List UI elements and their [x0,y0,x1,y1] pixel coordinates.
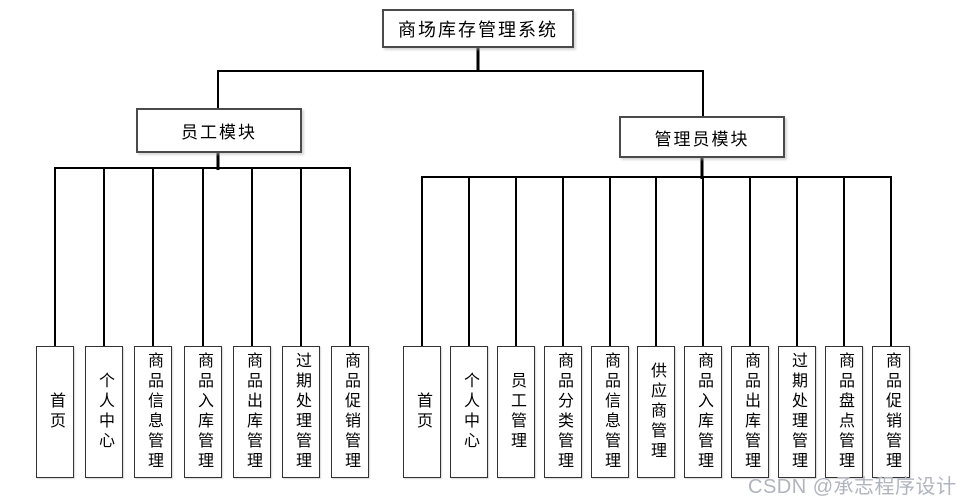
leaf-node-employee-expiry-processing-management: 过期处理管理 [282,346,320,478]
module-node-label: 管理员模块 [654,129,750,149]
leaf-label: 商品信息管理 [602,352,619,472]
leaf-label: 首页 [47,392,64,432]
leaf-node-admin-home: 首页 [403,346,441,478]
leaf-label: 个人中心 [461,372,478,452]
leaf-node-employee-product-promotion-management: 商品促销管理 [331,346,369,478]
leaf-label: 首页 [414,392,431,432]
leaf-label: 商品促销管理 [342,352,359,472]
root-node-label: 商场库存管理系统 [398,19,558,40]
leaf-label: 商品促销管理 [883,352,900,472]
module-node-employee: 员工模块 [136,108,302,153]
leaf-node-admin-product-promotion-management: 商品促销管理 [872,346,910,478]
leaf-label: 供应商管理 [648,362,665,462]
leaf-node-admin-product-info-management: 商品信息管理 [591,346,629,478]
leaf-node-admin-supplier-management: 供应商管理 [637,346,675,478]
leaf-label: 商品分类管理 [555,352,572,472]
leaf-label: 商品入库管理 [695,352,712,472]
module-node-label: 员工模块 [181,123,257,142]
leaf-label: 商品入库管理 [195,352,212,472]
leaf-node-admin-product-outbound-management: 商品出库管理 [731,346,769,478]
leaf-label: 商品盘点管理 [836,352,853,472]
leaf-label: 商品出库管理 [244,352,261,472]
csdn-watermark: CSDN @承志程序设计 [748,476,957,498]
leaf-node-employee-product-info-management: 商品信息管理 [134,346,172,478]
leaf-label: 个人中心 [96,372,113,452]
leaf-node-employee-product-outbound-management: 商品出库管理 [233,346,271,478]
connector-tier1 [217,70,704,116]
connector-employee-drops [54,167,351,348]
leaf-node-employee-home: 首页 [36,346,74,478]
leaf-label: 商品信息管理 [145,352,162,472]
leaf-node-admin-product-inbound-management: 商品入库管理 [684,346,722,478]
leaf-node-admin-expiry-processing-management: 过期处理管理 [778,346,816,478]
connector-admin-drops [421,176,892,348]
leaf-node-admin-product-stocktake-management: 商品盘点管理 [825,346,863,478]
module-node-admin: 管理员模块 [619,116,785,158]
leaf-label: 过期处理管理 [293,352,310,472]
leaf-node-employee-personal-center: 个人中心 [85,346,123,478]
leaf-node-admin-product-category-management: 商品分类管理 [544,346,582,478]
leaf-label: 过期处理管理 [789,352,806,472]
leaf-label: 商品出库管理 [742,352,759,472]
leaf-node-employee-product-inbound-management: 商品入库管理 [184,346,222,478]
leaf-node-admin-personal-center: 个人中心 [450,346,488,478]
leaf-label: 员工管理 [508,372,525,452]
leaf-node-admin-employee-management: 员工管理 [497,346,535,478]
root-node-system: 商场库存管理系统 [382,9,574,48]
